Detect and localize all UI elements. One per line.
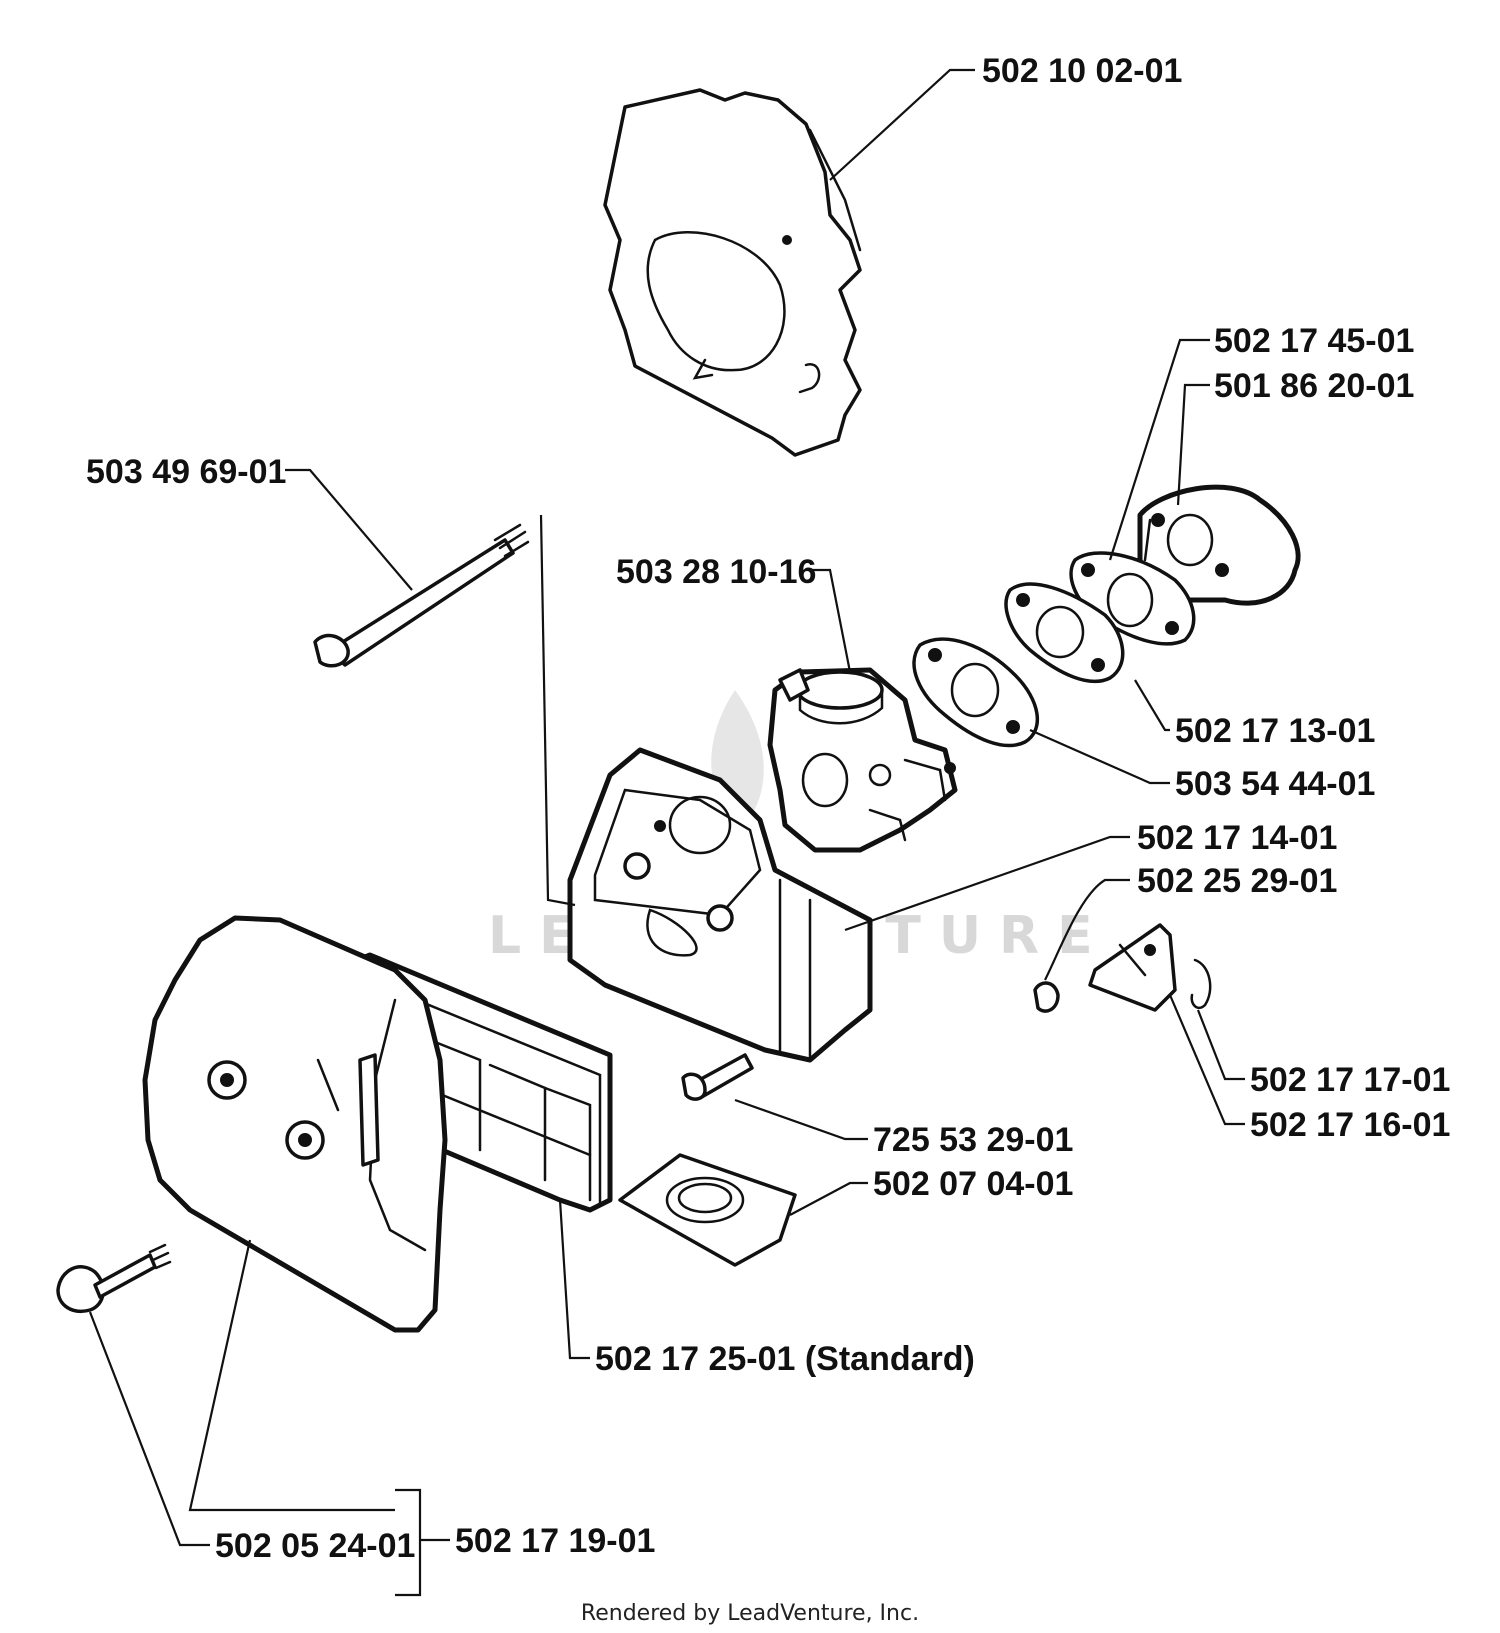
label-502-17-19-01: 502 17 19-01 [455,1522,655,1560]
label-501-86-20-01: 501 86 20-01 [1214,367,1414,405]
label-503-28-10-16: 503 28 10-16 [616,553,816,591]
label-502-17-17-01: 502 17 17-01 [1250,1061,1450,1099]
label-502-17-13-01: 502 17 13-01 [1175,712,1375,750]
carburetor [767,667,958,853]
intake-adapter [1137,484,1301,606]
label-502-07-04-01: 502 07 04-01 [873,1165,1073,1203]
choke-gasket [618,1153,797,1267]
label-725-53-29-01: 725 53 29-01 [873,1121,1073,1159]
screw-503-49-69-01 [313,523,530,668]
label-502-05-24-01: 502 05 24-01 [215,1527,415,1565]
screw-725-53-29-01 [681,1053,754,1101]
mounting-plate [567,747,873,1063]
label-502-17-45-01: 502 17 45-01 [1214,322,1414,360]
label-502-17-14-01: 502 17 14-01 [1137,819,1337,857]
gasket-502-17-13-01 [1004,582,1125,684]
label-502-25-29-01: 502 25 29-01 [1137,862,1337,900]
footer-credit: Rendered by LeadVenture, Inc. [581,1601,919,1626]
label-502-10-02-01: 502 10 02-01 [982,52,1182,90]
label-502-17-25-01-standard: 502 17 25-01 (Standard) [595,1340,975,1378]
leader-lines [88,68,1245,1597]
gasket-503-54-44-01 [912,637,1040,748]
bracket-assembly [1033,923,1212,1013]
filter-cover [142,915,448,1333]
gasket-501-86-20-01 [1069,551,1196,646]
part-labels: 502 10 02-01 502 17 45-01 501 86 20-01 5… [86,52,1450,1565]
label-502-17-16-01: 502 17 16-01 [1250,1106,1450,1144]
knob-screw [56,1243,172,1313]
label-503-49-69-01: 503 49 69-01 [86,453,286,491]
label-503-54-44-01: 503 54 44-01 [1175,765,1375,803]
gasket-502-10-02-01 [603,88,862,457]
